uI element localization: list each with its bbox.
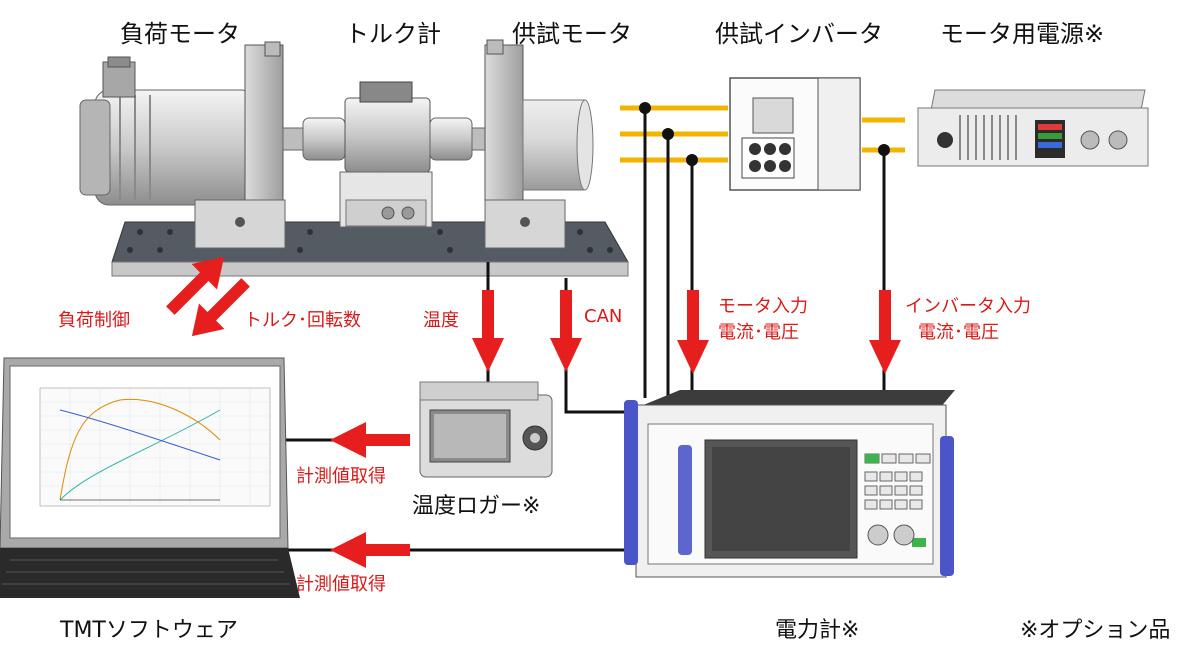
arrow-inverter-input [869, 290, 901, 374]
arrow-logger-to-pc [330, 422, 410, 458]
inverter-input-sub-label: 電流･電圧 [918, 322, 999, 343]
load-motor [79, 41, 286, 249]
test-inverter-label: 供試インバータ [715, 20, 883, 48]
arrow-can [550, 290, 582, 372]
measured-values-label-2: 計測値取得 [296, 574, 386, 595]
arrow-temperature [472, 290, 504, 372]
laptop [0, 357, 300, 598]
software-label: TMTソフトウェア [60, 618, 238, 643]
red-arrows [166, 256, 901, 568]
test-motor-label: 供試モータ [512, 20, 632, 48]
temperature-logger [419, 381, 553, 478]
torque-meter-label: トルク計 [345, 20, 441, 48]
torque-speed-label: トルク･回転数 [244, 310, 361, 331]
inverter-input-label: インバータ入力 [905, 296, 1031, 317]
arrow-load-control [166, 256, 225, 315]
test-inverter [729, 77, 861, 191]
temperature-logger-label: 温度ロガー※ [412, 494, 541, 519]
option-note: ※オプション品 [1020, 618, 1171, 643]
load-motor-label: 負荷モータ [120, 20, 240, 48]
motor-input-label: モータ入力 [718, 296, 808, 317]
power-meter [624, 390, 955, 578]
temperature-label: 温度 [423, 310, 459, 331]
test-motor [484, 39, 594, 249]
arrow-torque-speed [191, 278, 250, 337]
motor-power-supply-label: モータ用電源※ [940, 20, 1105, 48]
power-meter-label: 電力計※ [775, 618, 860, 643]
arrow-meter-to-pc [330, 532, 410, 568]
load-control-label: 負荷制御 [58, 310, 130, 331]
can-label: CAN [584, 306, 623, 327]
arrow-motor-input [677, 290, 709, 374]
software-graph [39, 387, 271, 507]
motor-input-sub-label: 電流･電圧 [718, 322, 799, 343]
torque-meter [282, 81, 491, 228]
measured-values-label-1: 計測値取得 [296, 466, 386, 487]
motor-power-supply [917, 89, 1149, 167]
wire-junctions [639, 102, 890, 166]
